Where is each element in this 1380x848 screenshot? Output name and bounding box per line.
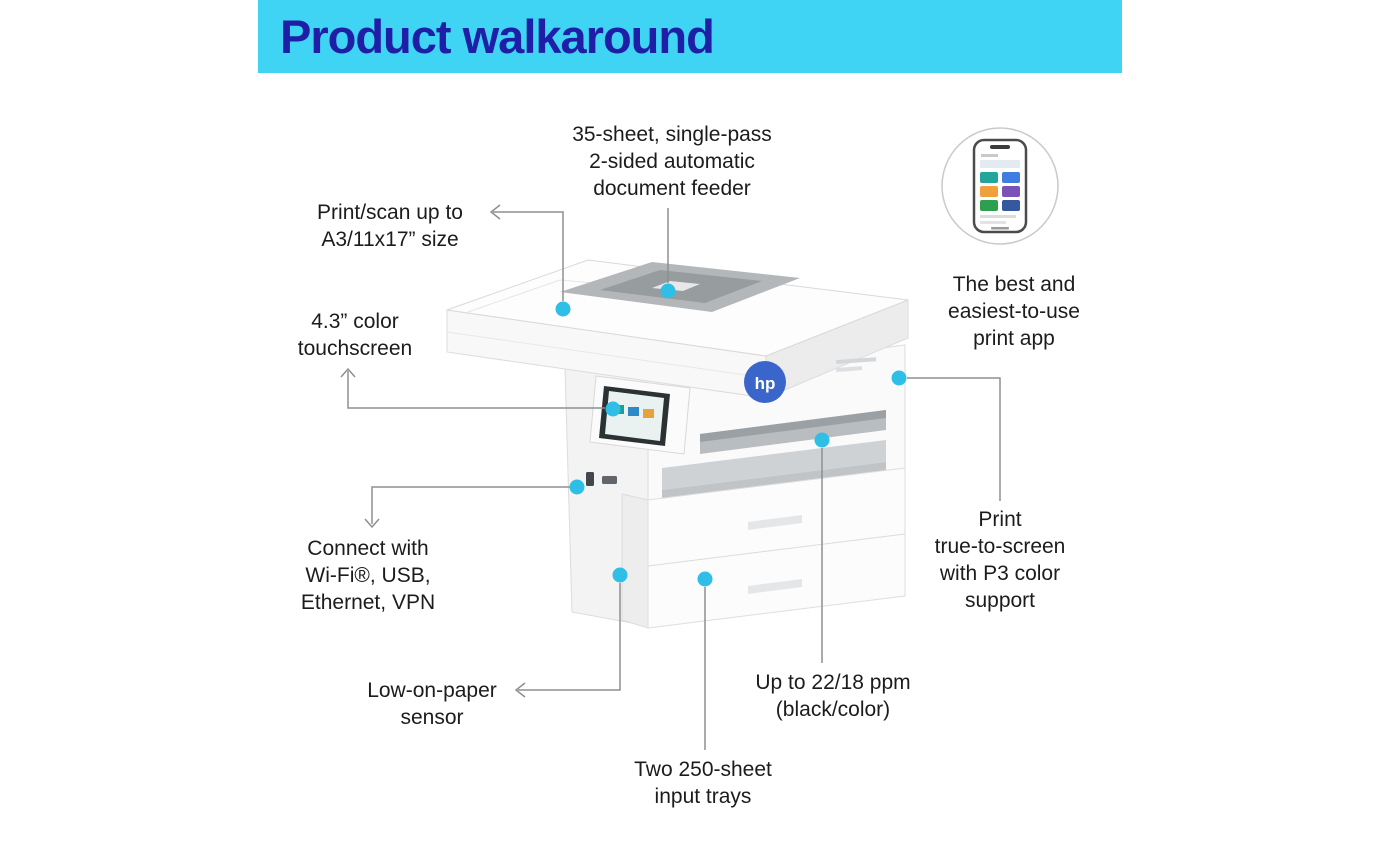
callout-dot-touchscreen [605, 401, 621, 417]
label-line: Up to 22/18 ppm [755, 671, 911, 694]
tray-handle [748, 579, 802, 594]
page-title: Product walkaround [280, 10, 715, 63]
label-line: A3/11x17” size [321, 228, 459, 251]
arrowhead-left-icon [514, 682, 526, 698]
callout-dot-low-paper [612, 567, 628, 583]
callout-dot-print-scan [555, 301, 571, 317]
usb-port-icon [586, 472, 594, 486]
label-line: easiest-to-use [948, 300, 1080, 323]
hp-logo-text: hp [755, 374, 776, 393]
callout-line-low-paper [518, 583, 621, 691]
label-line: Print [978, 508, 1022, 531]
callout-adf: 35-sheet, single-pass 2-sided automatic … [572, 121, 772, 202]
label-line: sensor [400, 706, 464, 729]
callout-input-trays: Two 250-sheet input trays [634, 756, 772, 810]
hp-logo [744, 361, 786, 403]
output-tray [662, 440, 886, 490]
callout-lines [340, 204, 1001, 750]
app-tile [980, 200, 998, 211]
label-line: support [964, 589, 1036, 612]
callout-dots [555, 283, 907, 587]
label-line: Two 250-sheet [634, 758, 772, 781]
label-line: 2-sided automatic [589, 150, 755, 173]
label-line: document feeder [593, 177, 751, 200]
label-line: Ethernet, VPN [300, 591, 436, 614]
label-line: touchscreen [297, 337, 413, 360]
arrowhead-up-icon [340, 367, 356, 378]
label-line: Low-on-paper [367, 679, 497, 702]
app-tile [980, 172, 998, 183]
callout-ppm: Up to 22/18 ppm (black/color) [755, 669, 910, 723]
app-tile [1002, 200, 1020, 211]
phone-icon [972, 138, 1028, 234]
app-tile [1002, 186, 1020, 197]
label-line: Connect with [307, 537, 429, 560]
arrowhead-left-icon [489, 204, 501, 220]
input-trays [647, 467, 906, 629]
arrowhead-down-icon [364, 518, 380, 529]
callout-connect: Connect with Wi-Fi®, USB, Ethernet, VPN [301, 535, 435, 616]
callout-line-p3 [907, 377, 1001, 501]
callout-line-print-scan [493, 211, 564, 301]
callout-p3: Print true-to-screen with P3 color suppo… [935, 506, 1066, 614]
label-line: 35-sheet, single-pass [572, 123, 772, 146]
callout-print-app: The best and easiest-to-use print app [948, 271, 1080, 352]
label-line: The best and [952, 273, 1076, 296]
callout-dot-ppm [814, 432, 830, 448]
label-line: Wi-Fi®, USB, [305, 564, 431, 587]
callout-low-paper: Low-on-paper sensor [367, 677, 497, 731]
label-line: Print/scan up to [317, 201, 463, 224]
callout-line-touchscreen [347, 371, 605, 409]
callout-dot-adf [660, 283, 676, 299]
label-line: (black/color) [775, 698, 891, 721]
app-tile [980, 186, 998, 197]
printer-illustration: hp [446, 259, 909, 629]
label-line: true-to-screen [934, 535, 1066, 558]
callout-dot-trays [697, 571, 713, 587]
label-line: input trays [654, 785, 752, 808]
print-app-badge [941, 127, 1059, 245]
callout-dot-connect [569, 479, 585, 495]
callout-dot-p3 [891, 370, 907, 386]
phone-notch [990, 145, 1010, 149]
label-line: 4.3” color [311, 310, 399, 333]
label-line: print app [973, 327, 1055, 350]
app-tile [1002, 172, 1020, 183]
label-line: with P3 color [939, 562, 1061, 585]
callout-line-connect [371, 486, 570, 524]
header-banner: Product walkaround [258, 0, 1122, 73]
tray-handle [748, 515, 802, 530]
callout-print-scan: Print/scan up to A3/11x17” size [317, 199, 463, 253]
callout-touchscreen: 4.3” color touchscreen [298, 308, 412, 362]
ethernet-port-icon [602, 476, 617, 484]
